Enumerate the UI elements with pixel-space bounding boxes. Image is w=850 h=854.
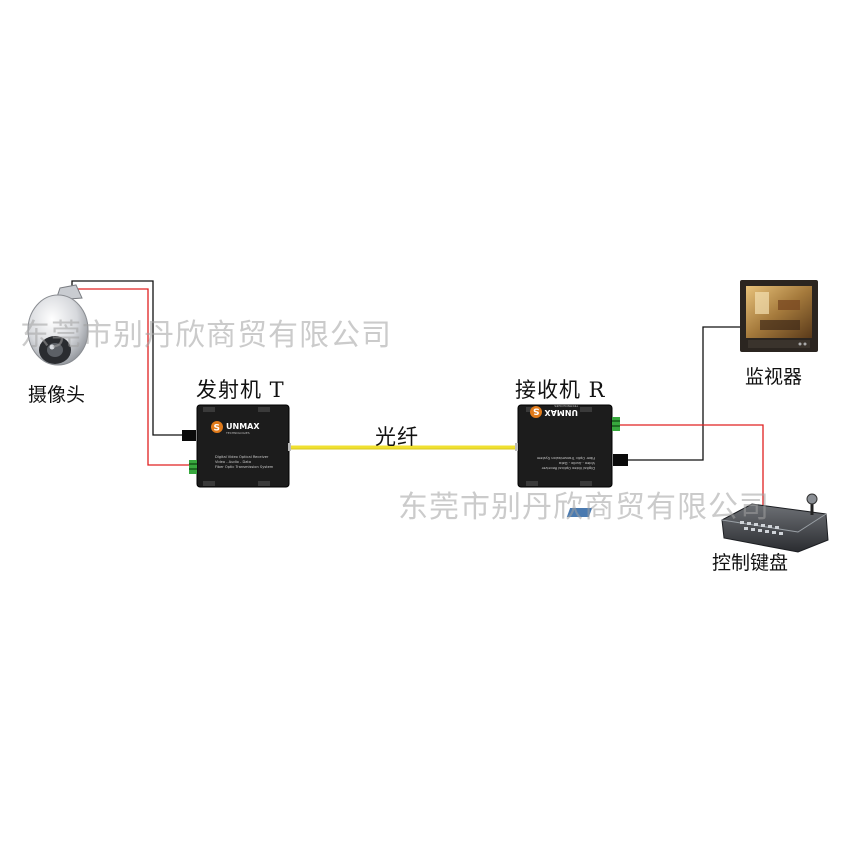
transmitter-label: 发射机 T xyxy=(196,378,285,402)
svg-text:S: S xyxy=(533,406,539,416)
ptz-keyboard-icon xyxy=(566,493,829,553)
keyboard-label: 控制键盘 xyxy=(712,552,789,574)
svg-text:Video - Audio - Data: Video - Audio - Data xyxy=(215,460,251,464)
monitor-video-cable xyxy=(628,326,740,461)
watermark-bottom: 东莞市别丹欣商贸有限公司 xyxy=(398,490,770,525)
svg-text:TECHNOLOGIES: TECHNOLOGIES xyxy=(225,431,250,435)
svg-text:UNMAX: UNMAX xyxy=(544,408,578,417)
dome-camera-icon xyxy=(27,284,89,366)
camera-video-cable xyxy=(71,280,186,436)
watermark-top: 东莞市别丹欣商贸有限公司 xyxy=(20,318,392,353)
camera-label: 摄像头 xyxy=(28,384,86,406)
svg-text:Fiber Optic Transmission Syste: Fiber Optic Transmission System xyxy=(215,465,274,469)
svg-text:UNMAX: UNMAX xyxy=(226,422,260,431)
keyboard-data-cable xyxy=(612,424,764,508)
svg-text:Fiber Optic Transmission Syste: Fiber Optic Transmission System xyxy=(536,456,595,460)
svg-text:Digital Video Optical Receiver: Digital Video Optical Receiver xyxy=(541,466,595,470)
svg-text:Video - Audio - Data: Video - Audio - Data xyxy=(559,461,595,465)
receiver-device: S UNMAX TECHNOLOGIES Digital Video Optic… xyxy=(515,404,628,488)
svg-text:TECHNOLOGIES: TECHNOLOGIES xyxy=(554,404,579,408)
monitor-label: 监视器 xyxy=(745,366,803,388)
svg-text:S: S xyxy=(214,424,220,434)
receiver-label: 接收机 R xyxy=(515,378,606,402)
fiber-label: 光纤 xyxy=(375,425,419,449)
transmitter-device: S UNMAX TECHNOLOGIES Digital Video Optic… xyxy=(182,404,291,488)
svg-text:Digital Video Optical Receiver: Digital Video Optical Receiver xyxy=(215,455,269,459)
crt-monitor-icon xyxy=(740,280,818,352)
